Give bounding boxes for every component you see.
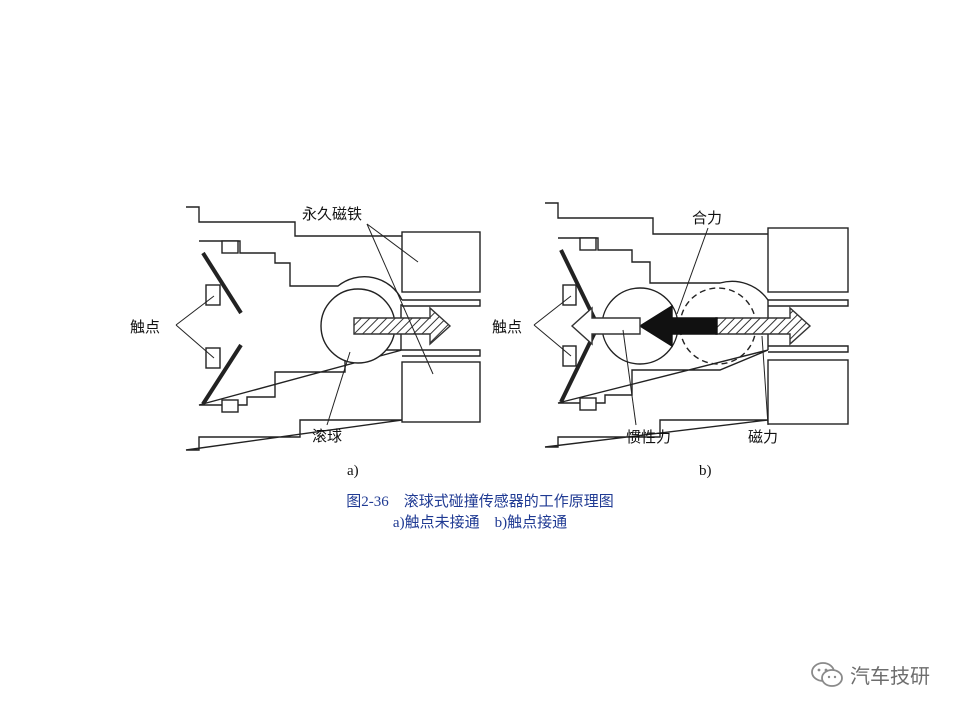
figure-caption-subtitle: a)触点未接通 b)触点接通: [0, 511, 960, 532]
leader-contacts-b2: [533, 324, 572, 357]
caption-part-b: b)触点接通: [494, 515, 568, 531]
sublabel-a: a): [347, 463, 359, 479]
stop-bottom-b: [579, 397, 597, 411]
label-inertia: 惯性力: [626, 428, 671, 446]
leader-ball-a: [326, 351, 351, 426]
sublabel-b: b): [699, 463, 712, 479]
label-ball: 滚球: [312, 427, 342, 445]
magnet-block-bottom-b: [767, 359, 849, 425]
resultant-force-arrow: [638, 304, 718, 348]
contact-lower-a: [201, 343, 243, 406]
watermark-text: 汽车技研: [850, 664, 930, 688]
label-magnet: 永久磁铁: [302, 205, 362, 223]
leader-contacts-a2: [175, 324, 215, 359]
label-magnetic: 磁力: [748, 428, 778, 446]
caption-part-a: a)触点未接通: [392, 515, 480, 531]
housing-outer-a: [185, 206, 403, 451]
leader-inertia: [622, 329, 637, 426]
wechat-icon: [811, 661, 843, 687]
magnet-channel-a: [402, 299, 481, 357]
magnet-block-bottom-a: [401, 361, 481, 423]
label-resultant: 合力: [692, 209, 722, 227]
label-contacts-a: 触点: [130, 318, 160, 336]
panel-a: [175, 206, 481, 451]
magnetic-force-arrow-a: [353, 306, 452, 346]
figure-caption-title: 图2-36 滚球式碰撞传感器的工作原理图: [0, 490, 960, 511]
label-contacts-b: 触点: [492, 318, 522, 336]
figure-title: 滚球式碰撞传感器的工作原理图: [403, 494, 614, 510]
magnetic-force-arrow-b: [715, 306, 812, 346]
contact-upper-a: [201, 251, 243, 315]
inertia-force-arrow: [570, 306, 641, 346]
leader-magnetic: [761, 335, 769, 426]
leader-resultant: [676, 227, 709, 315]
leader-contacts-b1: [533, 295, 572, 326]
figure-number: 图2-36: [346, 494, 389, 510]
leader-magnet-1: [366, 223, 419, 263]
stop-top-b: [579, 237, 597, 251]
magnet-channel-b: [768, 299, 849, 353]
contact-block-lower-a: [205, 347, 221, 369]
leader-magnet-2: [366, 223, 434, 375]
stop-bottom-a: [221, 399, 239, 413]
magnet-block-top-a: [401, 231, 481, 293]
contact-block-upper-a: [205, 284, 221, 306]
magnet-block-top-b: [767, 227, 849, 293]
leader-contacts-a1: [175, 295, 215, 326]
panel-b: [533, 202, 849, 448]
stop-top-a: [221, 240, 239, 254]
contact-block-upper-b: [562, 284, 577, 306]
watermark: 汽车技研: [810, 660, 930, 689]
contact-block-lower-b: [562, 345, 577, 367]
